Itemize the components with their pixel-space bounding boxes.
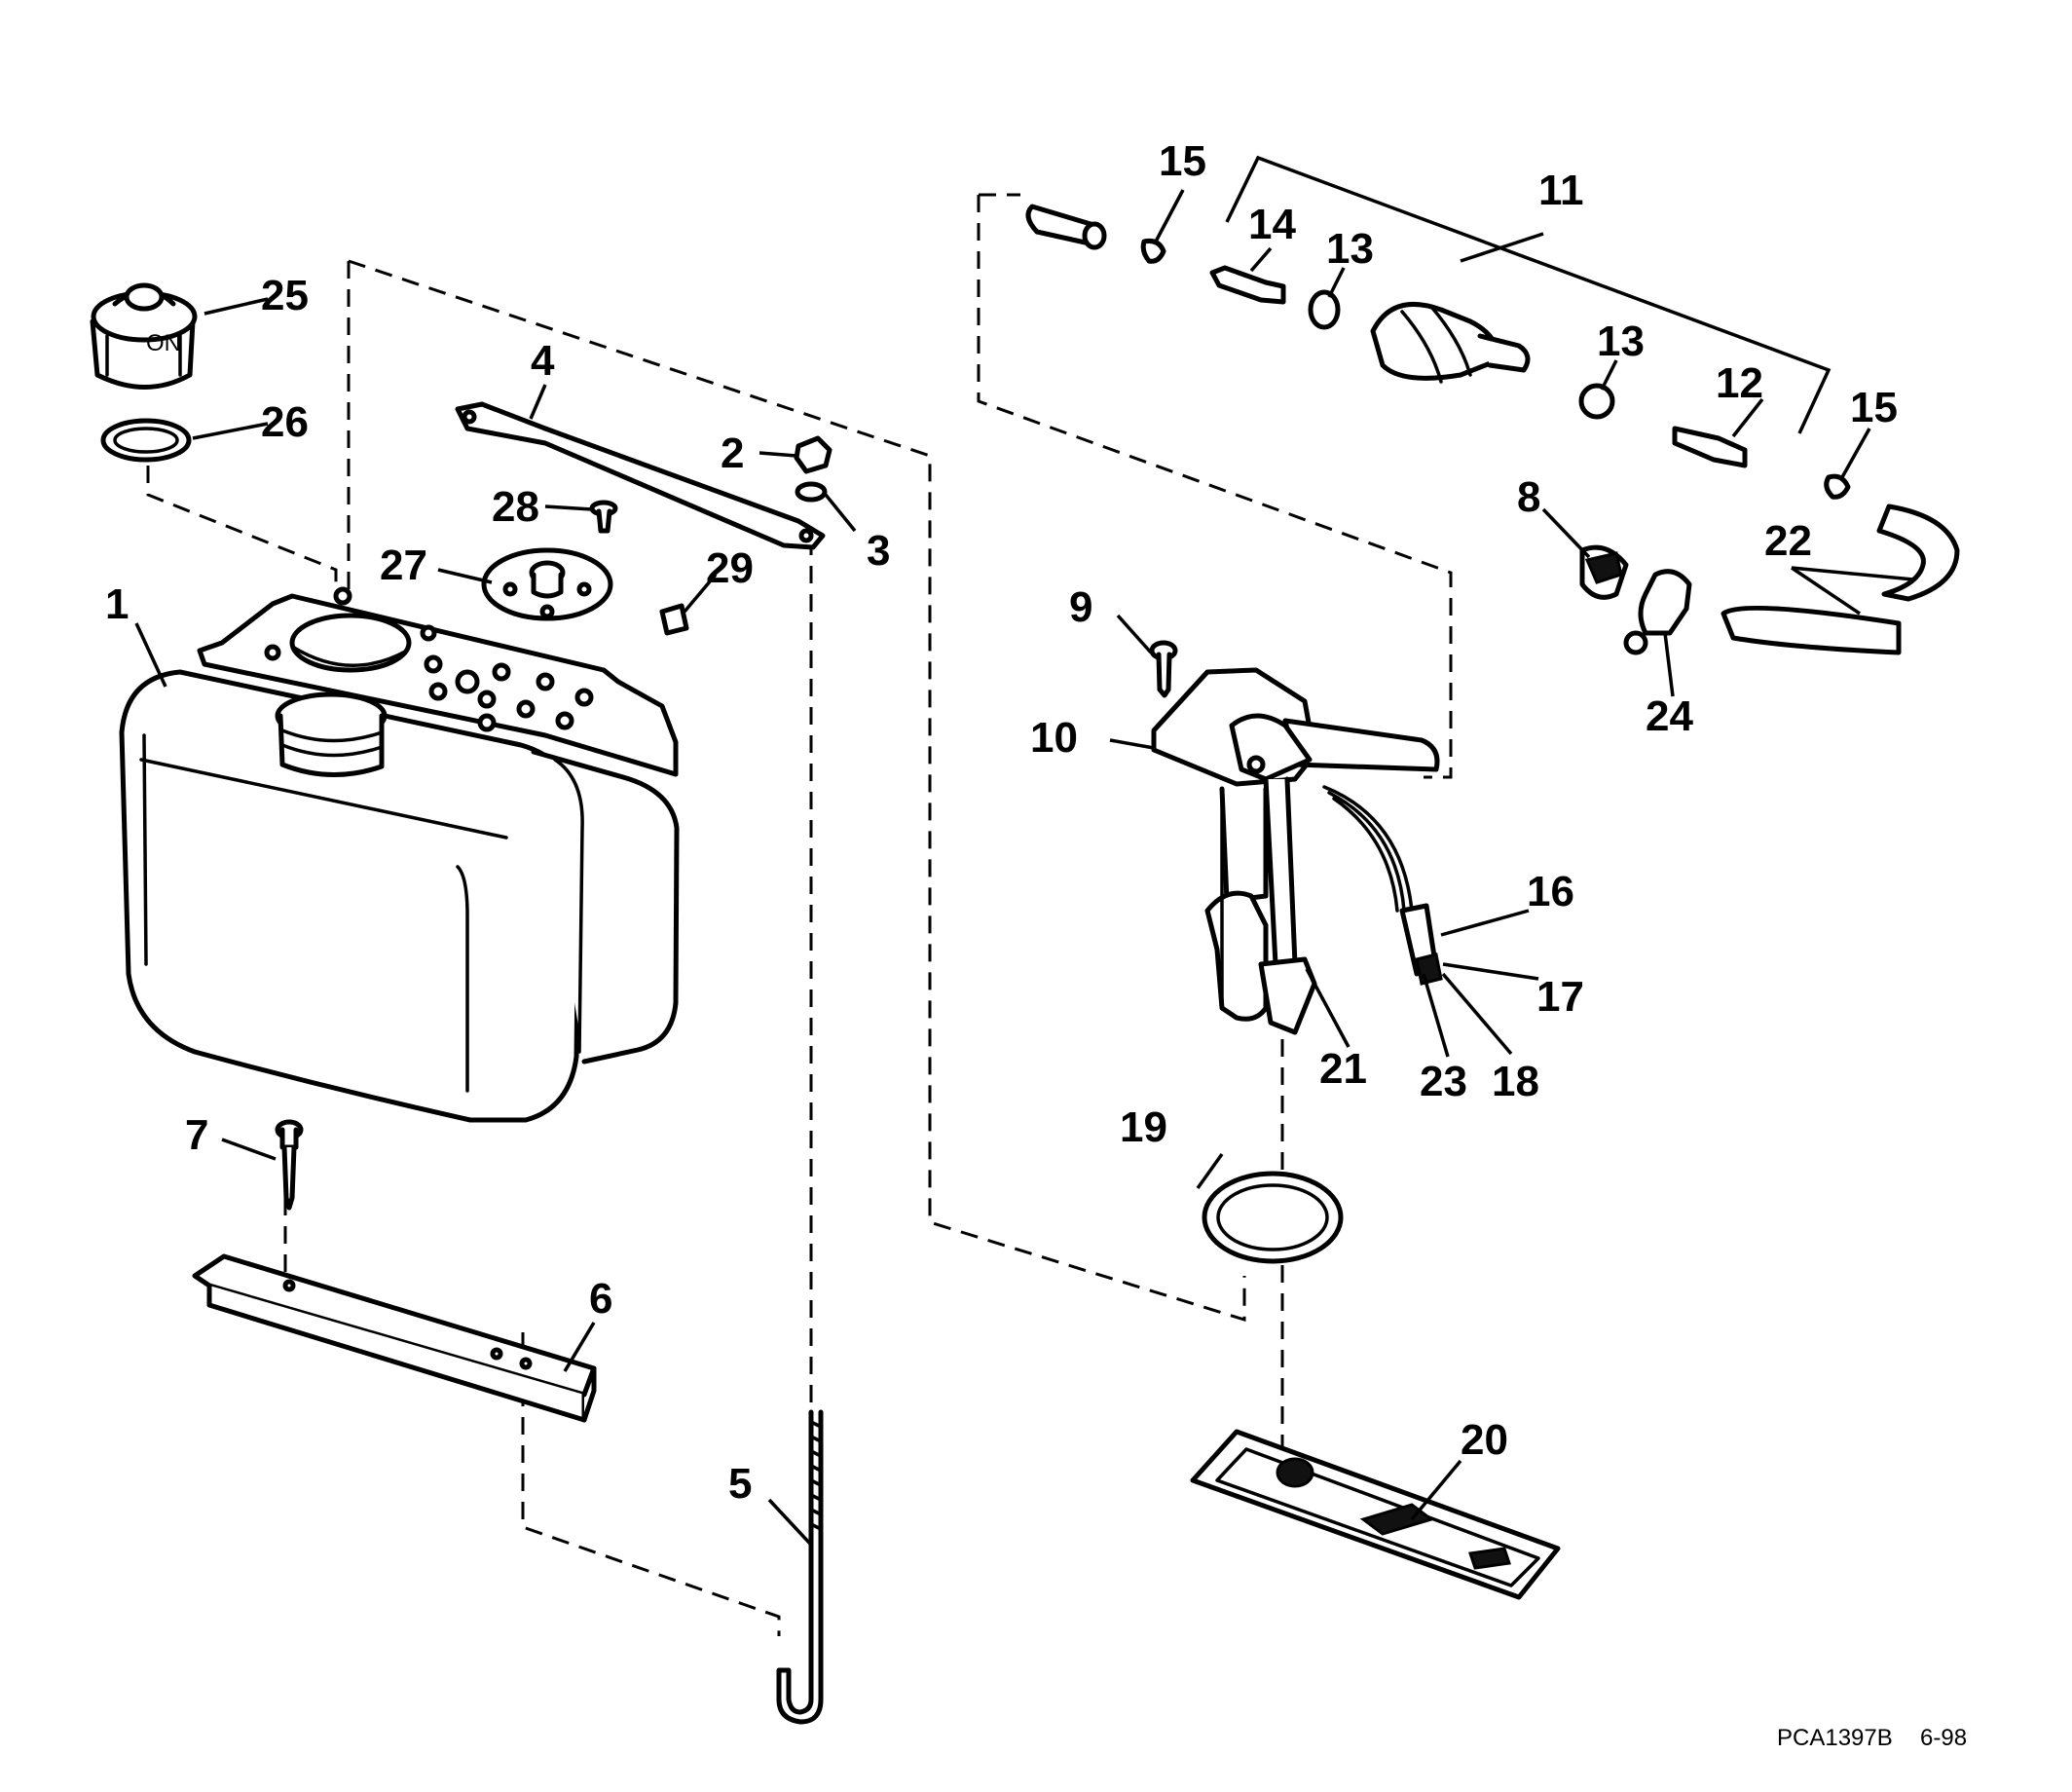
hose-fitting-left (1025, 204, 1107, 250)
callout-14: 14 (1248, 201, 1296, 248)
tie-rod (776, 1409, 824, 1725)
callout-3: 3 (867, 527, 890, 575)
figure-reference: PCA1397B 6-98 (1777, 1725, 1967, 1751)
callout-11: 11 (1538, 167, 1584, 214)
callout-21: 21 (1319, 1045, 1367, 1093)
clamp-15-left (1140, 239, 1166, 264)
date-code: 6-98 (1920, 1725, 1967, 1751)
callout-13-right: 13 (1597, 317, 1645, 365)
callout-28: 28 (492, 483, 539, 531)
callout-27: 27 (380, 541, 427, 589)
callout-16: 16 (1527, 868, 1574, 915)
callout-6: 6 (589, 1275, 612, 1323)
screw-28 (589, 500, 618, 534)
gauge-cover (481, 547, 613, 621)
clamp-8 (1579, 544, 1629, 600)
callout-17: 17 (1536, 973, 1584, 1021)
screw-7 (275, 1119, 304, 1211)
callout-19: 19 (1120, 1103, 1167, 1151)
callout-18: 18 (1492, 1058, 1539, 1105)
callout-15-left: 15 (1159, 137, 1206, 185)
callout-26: 26 (261, 398, 309, 446)
leader-lines (134, 155, 1914, 1546)
float-wires (1322, 785, 1443, 986)
callout-29: 29 (706, 544, 754, 592)
gauge-plate (1190, 1429, 1561, 1600)
reference-code: PCA1397B (1777, 1725, 1893, 1751)
fuel-tank (119, 586, 680, 1123)
callout-8: 8 (1517, 473, 1540, 521)
clamp-13-left (1308, 289, 1341, 330)
callout-13-left: 13 (1326, 225, 1374, 273)
tank-bracket (192, 1253, 597, 1423)
filler-cap: ON (90, 282, 198, 390)
elbow-24 (1623, 569, 1692, 655)
connector-12 (1672, 426, 1748, 468)
callout-10: 10 (1030, 714, 1078, 762)
callout-5: 5 (728, 1460, 752, 1508)
strap (455, 401, 826, 550)
callout-23: 23 (1420, 1058, 1467, 1105)
cap-gasket (100, 418, 192, 463)
callout-4: 4 (531, 337, 555, 385)
assembly-lines (146, 193, 1453, 1636)
primer-bulb (1370, 301, 1531, 384)
callout-2: 2 (721, 429, 744, 477)
callout-labels: 1 2 3 4 5 6 7 8 9 10 11 12 13 13 14 15 1… (105, 137, 1898, 1508)
callout-15-right: 15 (1850, 384, 1898, 431)
hoses-22 (1720, 504, 1960, 655)
callout-25: 25 (261, 272, 309, 319)
callout-12: 12 (1716, 359, 1763, 407)
callout-7: 7 (185, 1111, 208, 1159)
bushing (659, 603, 689, 636)
callout-24: 24 (1646, 692, 1693, 740)
nut-and-washer (794, 435, 832, 503)
callout-1: 1 (105, 580, 129, 628)
fuel-gauge-sender (1151, 667, 1440, 1035)
callout-22: 22 (1764, 517, 1812, 565)
svg-text:ON: ON (146, 330, 181, 356)
connector-14 (1209, 265, 1286, 305)
screw-9 (1149, 640, 1178, 698)
clamp-13-right (1578, 383, 1615, 420)
sender-gasket (1202, 1171, 1344, 1264)
callout-20: 20 (1461, 1416, 1508, 1464)
callout-9: 9 (1069, 583, 1092, 631)
clamp-15-right (1824, 473, 1851, 500)
